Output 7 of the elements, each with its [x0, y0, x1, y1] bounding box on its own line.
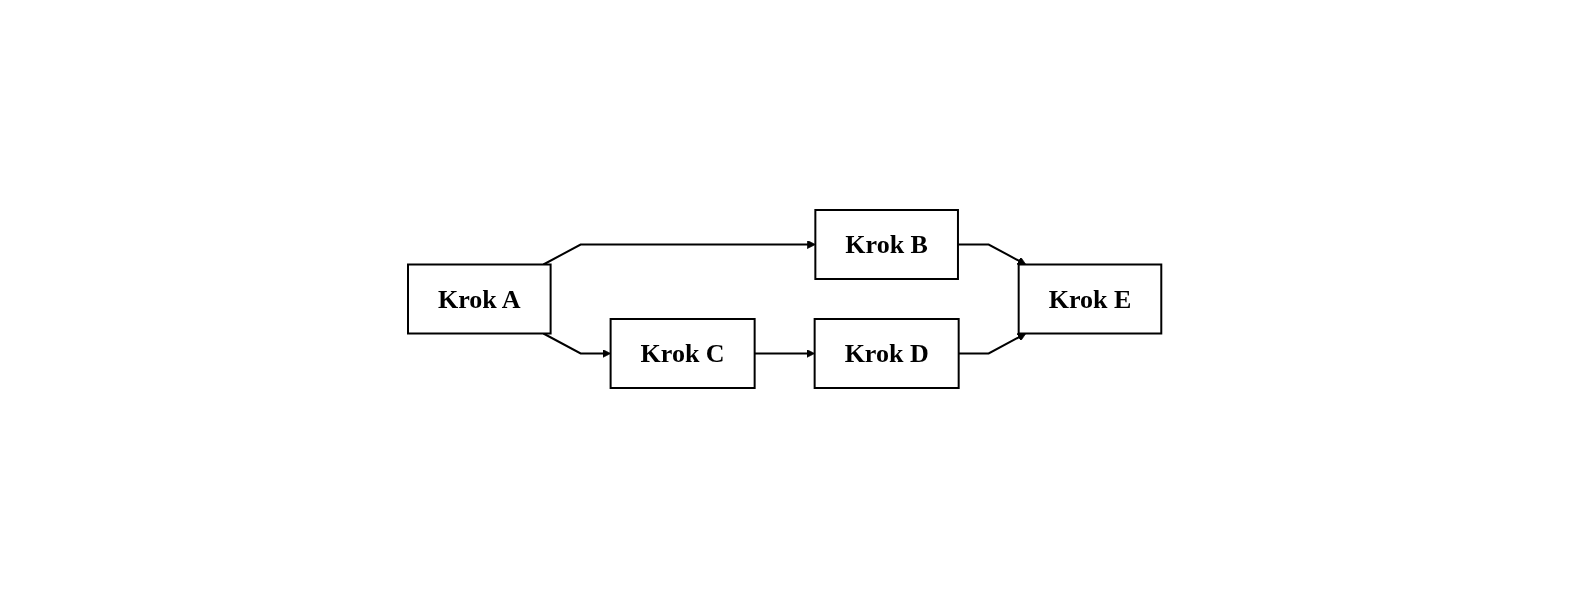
node-box: Krok E	[1017, 263, 1163, 335]
node-box: Krok C	[609, 318, 756, 389]
arrow	[542, 240, 816, 266]
node-box: Krok D	[813, 318, 960, 389]
node-box: Krok B	[814, 209, 959, 280]
arrow	[542, 332, 611, 358]
node-box: Krok A	[406, 263, 552, 335]
